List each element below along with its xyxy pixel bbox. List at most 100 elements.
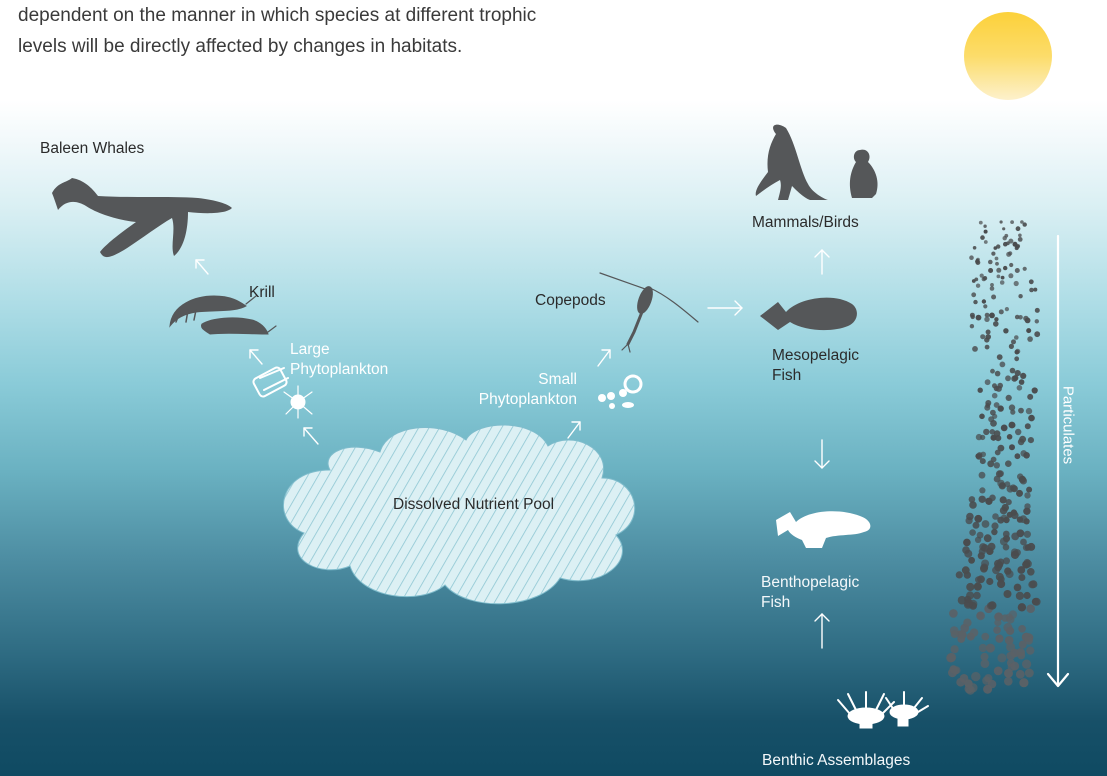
particle-dot <box>1028 414 1035 422</box>
particle-dot <box>1014 370 1021 377</box>
particle-dot <box>1014 356 1020 362</box>
particle-dot <box>985 497 993 505</box>
particle-dot <box>949 665 958 674</box>
particle-dot <box>964 549 973 558</box>
particle-dot <box>979 413 985 420</box>
particle-dot <box>991 251 996 256</box>
particle-dot <box>985 643 995 653</box>
particle-dot <box>988 259 993 265</box>
label-mesopelagic-line2: Fish <box>772 367 802 384</box>
particle-dot <box>981 299 987 304</box>
particle-dot <box>974 277 979 282</box>
particle-dot <box>950 645 959 654</box>
particle-dot <box>1012 375 1019 381</box>
particle-dot <box>1008 273 1014 279</box>
particle-dot <box>1003 590 1012 598</box>
particle-dot <box>1024 492 1031 499</box>
particle-dot <box>980 564 988 573</box>
particle-dot <box>992 383 997 389</box>
particle-dot <box>970 314 975 320</box>
particle-dot <box>1005 460 1012 468</box>
label-small-phytoplankton-line1: Small <box>538 371 577 388</box>
particle-dot <box>974 514 983 523</box>
particle-dot <box>968 496 976 503</box>
particle-dot <box>1003 328 1009 334</box>
particle-dot <box>1029 580 1038 589</box>
label-krill: Krill <box>249 284 275 301</box>
particle-dot <box>974 536 982 543</box>
particle-dot <box>1024 423 1031 430</box>
particle-dot <box>1002 236 1007 241</box>
particle-dot <box>975 259 980 264</box>
particle-dot <box>1014 453 1021 460</box>
particle-dot <box>1033 287 1038 292</box>
arrow-nutrient-to-large-phyto <box>303 427 319 445</box>
particle-dot <box>999 361 1006 368</box>
particle-dot <box>995 385 1002 392</box>
particle-dot <box>1002 227 1006 231</box>
particle-dot <box>963 618 972 627</box>
arrow-krill-to-whale <box>195 259 209 275</box>
particle-dot <box>995 634 1004 643</box>
particle-dot <box>947 652 957 663</box>
particle-dot <box>1009 444 1015 451</box>
particle-dot <box>1000 424 1008 432</box>
particle-dot <box>1006 434 1013 440</box>
particle-dot <box>1018 475 1026 483</box>
particle-dot <box>991 528 998 536</box>
particle-dot <box>969 255 974 260</box>
particle-dot <box>956 677 966 687</box>
particle-dot <box>1014 349 1020 355</box>
particle-dot <box>994 370 1001 377</box>
particle-dot <box>993 626 1001 634</box>
particle-dot <box>979 434 986 441</box>
particle-dot <box>983 304 988 309</box>
particle-dot <box>1008 238 1014 244</box>
particle-dot <box>971 671 981 682</box>
particle-dot <box>983 534 992 543</box>
particle-dot <box>1008 421 1016 429</box>
label-baleen-whales: Baleen Whales <box>40 140 145 157</box>
particle-dot <box>1023 591 1031 600</box>
particle-dot <box>969 501 977 509</box>
particle-dot <box>975 283 981 288</box>
small-cells-icon <box>598 374 643 409</box>
particle-dot <box>1004 677 1013 686</box>
particle-dot <box>1017 237 1023 242</box>
krill-icon <box>169 295 277 335</box>
label-nutrient-pool: Dissolved Nutrient Pool <box>393 496 555 513</box>
particle-dot <box>978 471 986 479</box>
particle-dot <box>1027 568 1035 576</box>
particle-dot <box>977 387 983 393</box>
particle-dot <box>997 653 1007 663</box>
arrow-mesopelagic-to-benthopelagic <box>814 439 830 469</box>
particle-column-icon <box>946 220 1041 695</box>
particle-dot <box>977 552 985 560</box>
particle-dot <box>996 274 1001 279</box>
particle-dot <box>991 294 997 300</box>
particle-dot <box>994 317 999 322</box>
particle-dot <box>1003 516 1010 524</box>
particle-dot <box>965 517 973 525</box>
particle-dot <box>993 666 1003 676</box>
particle-dot <box>1010 409 1016 415</box>
particle-dot <box>1018 294 1023 299</box>
particle-dot <box>999 280 1005 285</box>
particle-dot <box>973 582 982 591</box>
particle-dot <box>1010 220 1014 225</box>
particle-dot <box>999 220 1003 224</box>
label-large-phytoplankton-line1: Large <box>290 341 330 358</box>
intro-line-1: dependent on the manner in which species… <box>18 5 537 26</box>
particle-dot <box>1029 287 1034 293</box>
particle-dot <box>981 520 990 528</box>
particle-dot <box>991 392 998 399</box>
label-benthopelagic-line1: Benthopelagic <box>761 574 860 591</box>
particle-dot <box>1012 241 1018 247</box>
arrow-benthic-to-benthopelagic <box>814 613 830 649</box>
particle-dot <box>1019 435 1027 443</box>
particle-dot <box>966 591 975 600</box>
particle-dot <box>985 400 992 406</box>
particle-dot <box>1005 499 1012 506</box>
particle-dot <box>1027 437 1034 444</box>
label-particulates-wrap: Particulates <box>1058 375 1078 475</box>
